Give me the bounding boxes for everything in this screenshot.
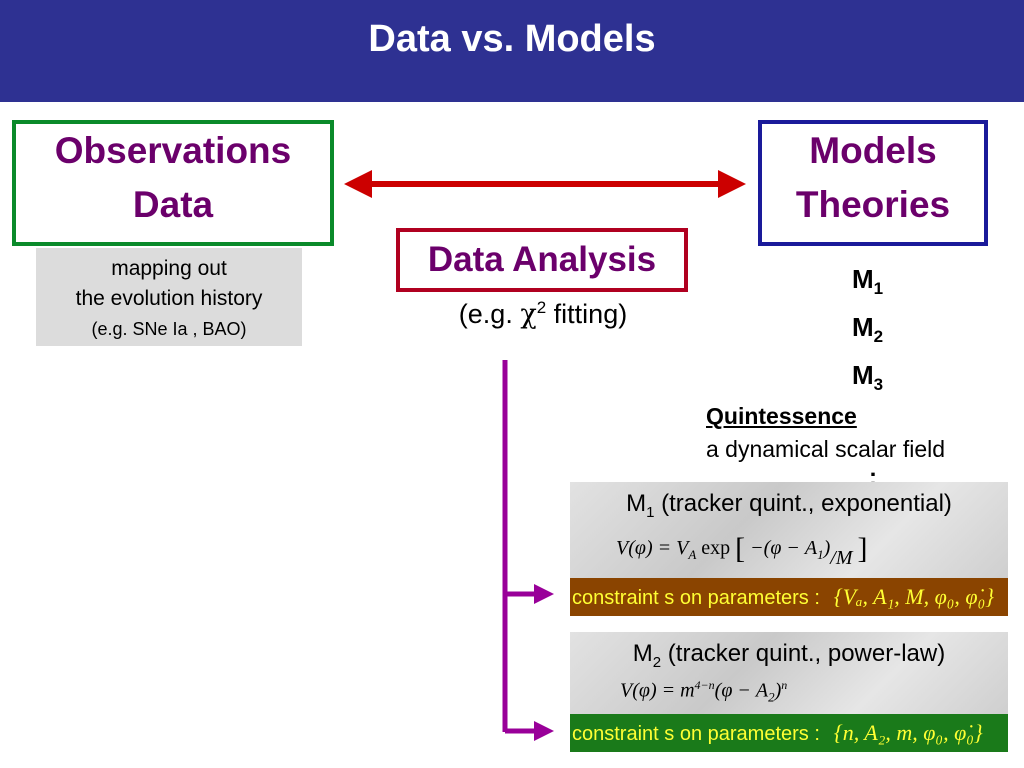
model-item: M2 xyxy=(852,312,884,347)
mapping-line3: (e.g. SNe Ia , BAO) xyxy=(91,319,247,339)
model2-constraint-label: constraint s on parameters : xyxy=(572,723,820,745)
slide-title: Data vs. Models xyxy=(368,18,656,60)
data-analysis-box: Data Analysis xyxy=(396,228,688,292)
mapping-line1: mapping out xyxy=(111,257,227,280)
observations-line2: Data xyxy=(132,184,214,225)
model1-constraint-set: {Vₐ, A₁, M, φ₀, φ̇₀} xyxy=(833,584,995,609)
mapping-box: mapping out the evolution history (e.g. … xyxy=(36,248,302,346)
ellipsis-dot: : xyxy=(869,464,877,491)
fitting-example: (e.g. χ2 fitting) xyxy=(418,298,668,330)
data-analysis-label: Data Analysis xyxy=(427,240,657,279)
model-item: M1 xyxy=(852,264,884,299)
model2-panel: M2 (tracker quint., power-law) V(φ) = m4… xyxy=(570,632,1008,714)
model1-title: M1 (tracker quint., exponential) xyxy=(626,490,952,521)
fitting-suffix: fitting) xyxy=(546,299,628,329)
model-list: M1 M2 M3 xyxy=(852,260,883,405)
chi-symbol: χ xyxy=(520,299,537,330)
observations-box: Observations Data xyxy=(12,120,334,246)
double-arrow xyxy=(344,170,746,198)
models-line2: Theories xyxy=(795,184,951,225)
chi-exponent: 2 xyxy=(536,298,547,317)
model2-constraints: constraint s on parameters : {n, A₂, m, φ… xyxy=(570,714,1008,752)
models-line1: Models xyxy=(809,130,937,171)
model1-formula: V(φ) = VA exp [ −(φ − A1)/M ] xyxy=(616,532,868,569)
quintessence-text: Quintessence a dynamical scalar field xyxy=(706,400,945,466)
header-bar: Data vs. Models xyxy=(0,0,1024,102)
quintessence-desc: a dynamical scalar field xyxy=(706,436,946,462)
mapping-line2: the evolution history xyxy=(75,287,263,310)
bracket-arrows xyxy=(502,360,554,741)
model-item: M3 xyxy=(852,360,884,395)
model1-panel: M1 (tracker quint., exponential) V(φ) = … xyxy=(570,482,1008,578)
model1-constraint-label: constraint s on parameters : xyxy=(572,587,820,609)
observations-line1: Observations xyxy=(54,130,292,171)
model2-formula: V(φ) = m4−n(φ − A2)n xyxy=(620,678,788,705)
model2-constraint-set: {n, A₂, m, φ₀, φ̇₀} xyxy=(833,720,983,745)
models-box: Models Theories xyxy=(758,120,988,246)
fitting-prefix: (e.g. xyxy=(458,299,521,329)
model1-constraints: constraint s on parameters : {Vₐ, A₁, M, … xyxy=(570,578,1008,616)
quintessence-title: Quintessence xyxy=(706,403,857,429)
model2-title: M2 (tracker quint., power-law) xyxy=(632,640,946,671)
